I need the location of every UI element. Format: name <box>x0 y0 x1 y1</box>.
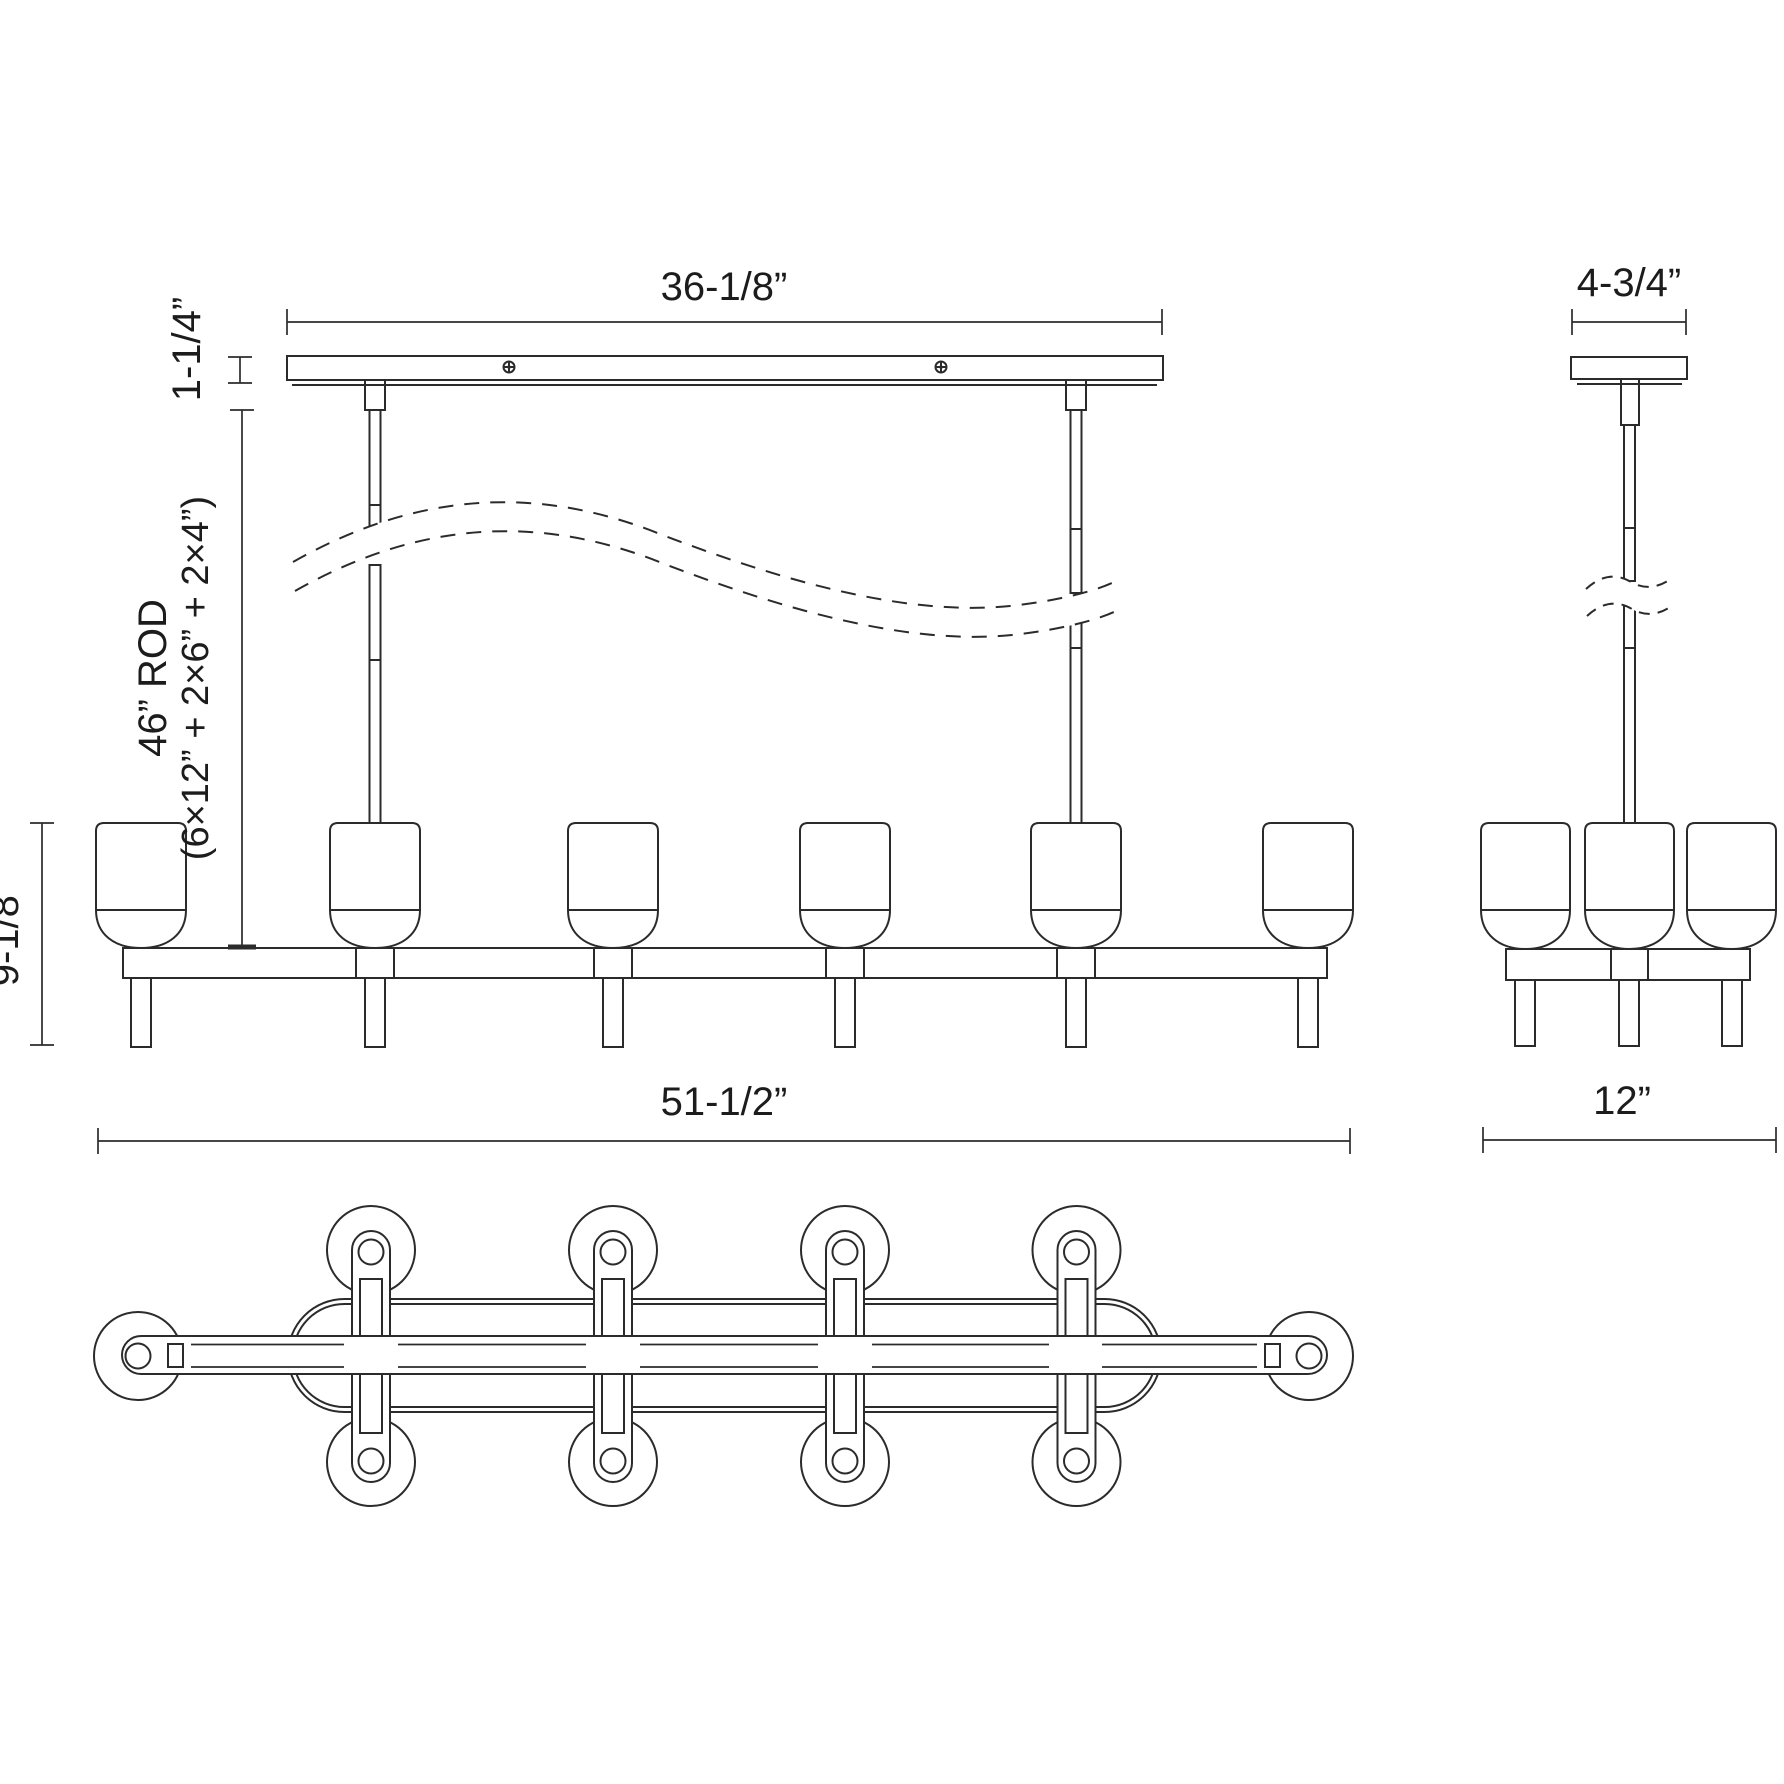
side-view <box>1480 356 1777 1047</box>
front-shade-stems <box>355 948 1096 978</box>
dim-overall-width: 51-1/2” <box>97 1080 1351 1154</box>
dim-rod-length: 46” ROD (6×12” + 2×6” + 2×4”) <box>131 409 256 950</box>
rod-break-ribbon <box>293 502 1114 637</box>
shade-cup <box>95 822 187 950</box>
dim-side-canopy-width-label: 4-3/4” <box>1577 261 1682 305</box>
dim-side-canopy-width: 4-3/4” <box>1571 261 1687 335</box>
front-canopy <box>286 355 1164 381</box>
canopy-screw-icon <box>502 360 516 374</box>
dim-overall-depth: 12” <box>1482 1079 1777 1153</box>
dim-canopy-width: 36-1/8” <box>286 265 1163 335</box>
side-finials <box>1514 979 1743 1047</box>
side-rod <box>1623 424 1636 824</box>
side-shades <box>1480 822 1777 951</box>
plan-right-collar <box>1264 1343 1281 1368</box>
dim-rod-sublabel: (6×12” + 2×6” + 2×4”) <box>175 496 217 860</box>
bottom-plan-view <box>93 1205 1354 1507</box>
plan-right-socket <box>1295 1342 1323 1370</box>
dim-overall-width-label: 51-1/2” <box>661 1080 788 1124</box>
side-break-line-upper <box>1585 575 1674 590</box>
front-arm-bar <box>122 947 1328 979</box>
shade-cup <box>1262 822 1354 950</box>
dim-canopy-height-label: 1-1/4” <box>165 297 209 402</box>
shade-cup <box>1584 822 1675 951</box>
plan-center-bar <box>121 1335 1328 1375</box>
shade-cup <box>1686 822 1777 951</box>
dim-canopy-width-label: 36-1/8” <box>661 265 788 309</box>
shade-cup <box>567 822 659 950</box>
dim-fixture-height: 9-1/8” <box>0 822 54 1046</box>
plan-left-collar <box>167 1343 184 1368</box>
shade-cup <box>1480 822 1571 951</box>
side-stem <box>1620 378 1640 426</box>
shade-cup <box>1030 822 1122 950</box>
dim-canopy-height: 1-1/4” <box>165 297 252 402</box>
side-rod-break-ribbon <box>1586 576 1674 616</box>
dimensions: 36-1/8” 1-1/4” 46” ROD (6×12” + 2×6” + 2… <box>0 261 1777 1154</box>
canopy-screw-icon <box>934 360 948 374</box>
side-shade-stems <box>1610 949 1649 980</box>
dim-rod-label: 46” ROD <box>131 599 175 757</box>
dim-fixture-height-label: 9-1/8” <box>0 882 27 987</box>
front-shades <box>95 822 1354 950</box>
front-view <box>95 355 1354 1048</box>
front-finials <box>130 977 1319 1048</box>
plan-left-socket <box>124 1342 152 1370</box>
shade-cup <box>799 822 891 950</box>
dim-overall-depth-label: 12” <box>1593 1079 1651 1123</box>
side-canopy <box>1570 356 1688 380</box>
shade-cup <box>329 822 421 950</box>
side-break-line-lower <box>1586 602 1675 617</box>
break-line-upper <box>292 501 1113 609</box>
front-left-rod <box>368 409 382 824</box>
break-line-lower <box>294 530 1115 638</box>
side-arm-bar <box>1505 948 1751 981</box>
